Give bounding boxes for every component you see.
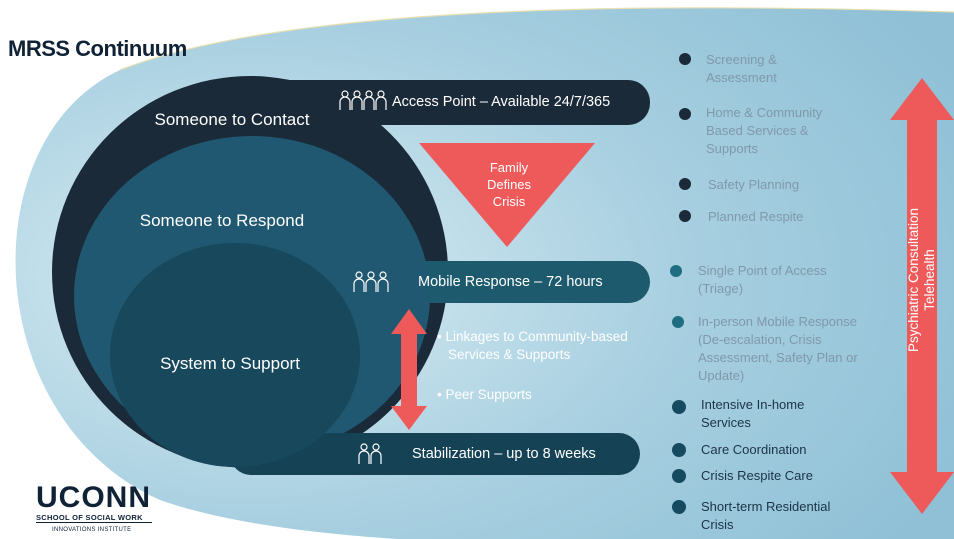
right-item-text: Screening &: [706, 52, 777, 67]
right-item-text: Intensive In-home: [701, 397, 805, 412]
right-item-intensive: Intensive In-home Services: [701, 396, 804, 432]
right-item-crisis-respite: Crisis Respite Care: [701, 468, 813, 483]
logo-school: SCHOOL OF SOCIAL WORK: [36, 513, 143, 522]
stabilization-people-icon: [358, 443, 382, 464]
mid-item-line-1: • Linkages to Community-based: [437, 329, 628, 344]
stabilization-label: Stabilization – up to 8 weeks: [412, 446, 596, 462]
vertical-label-line-2: Telehealth: [922, 249, 937, 311]
mobile-people-icon: [353, 271, 389, 292]
contact-label: Someone to Contact: [154, 110, 310, 129]
right-item-text: In-person Mobile Response: [698, 314, 857, 329]
middle-double-arrow: [391, 309, 427, 430]
right-item-safety-planning: Safety Planning: [708, 177, 800, 192]
right-item-text: Services: [701, 415, 751, 430]
right-item-text: Supports: [706, 141, 759, 156]
triangle-text: Family Defines Crisis: [449, 159, 569, 210]
mid-item-line-2: Services & Supports: [448, 347, 571, 362]
right-bullets: [670, 53, 691, 514]
right-item-text: (De-escalation, Crisis: [698, 332, 822, 347]
page-title: MRSS Continuum: [8, 36, 187, 61]
triangle-line-1: Family: [489, 160, 529, 175]
mobile-response-label: Mobile Response – 72 hours: [418, 274, 603, 290]
right-item-text: Crisis: [701, 517, 734, 532]
right-item-text: Assessment, Safety Plan or: [698, 350, 858, 365]
logo-rule: [36, 522, 152, 523]
uconn-logo: UCONN: [36, 481, 151, 514]
right-item-screening: Screening & Assessment: [706, 51, 777, 87]
right-item-text: Update): [698, 368, 745, 383]
right-item-text: Home & Community: [706, 105, 823, 120]
right-item-planned-respite: Planned Respite: [708, 209, 804, 224]
mid-item-linkages: • Linkages to Community-based Services &…: [437, 328, 628, 364]
right-item-text: (Triage): [698, 281, 744, 296]
triangle-line-2: Defines: [486, 177, 532, 192]
access-point-label: Access Point – Available 24/7/365: [392, 94, 611, 110]
psychiatric-consultation-label: Psychiatric Consultation Telehealth: [906, 190, 938, 370]
right-double-arrow: [890, 78, 954, 514]
right-item-care-coordination: Care Coordination: [701, 442, 807, 457]
right-item-single-point: Single Point of Access (Triage): [698, 262, 827, 298]
family-triangle-shape: [419, 143, 595, 247]
vertical-label-line-1: Psychiatric Consultation: [906, 207, 921, 353]
right-item-home-community: Home & Community Based Services & Suppor…: [706, 104, 822, 158]
background-outline: [119, 7, 954, 71]
support-label: System to Support: [160, 354, 300, 373]
triangle-line-3: Crisis: [492, 194, 526, 209]
right-item-in-person: In-person Mobile Response (De-escalation…: [698, 313, 858, 385]
respond-label: Someone to Respond: [139, 211, 305, 230]
right-item-text: Single Point of Access: [698, 263, 827, 278]
mid-item-peer: • Peer Supports: [437, 387, 532, 402]
stabilization-bar-shape: [230, 433, 640, 475]
support-circle-shape: [110, 243, 360, 467]
right-item-residential: Short-term Residential Crisis: [701, 498, 830, 534]
right-item-text: Short-term Residential: [701, 499, 831, 514]
right-item-text: Assessment: [706, 70, 777, 85]
access-people-icon: [339, 90, 387, 110]
logo-institute: INNOVATIONS INSTITUTE: [52, 527, 132, 533]
right-item-text: Based Services &: [706, 123, 809, 138]
